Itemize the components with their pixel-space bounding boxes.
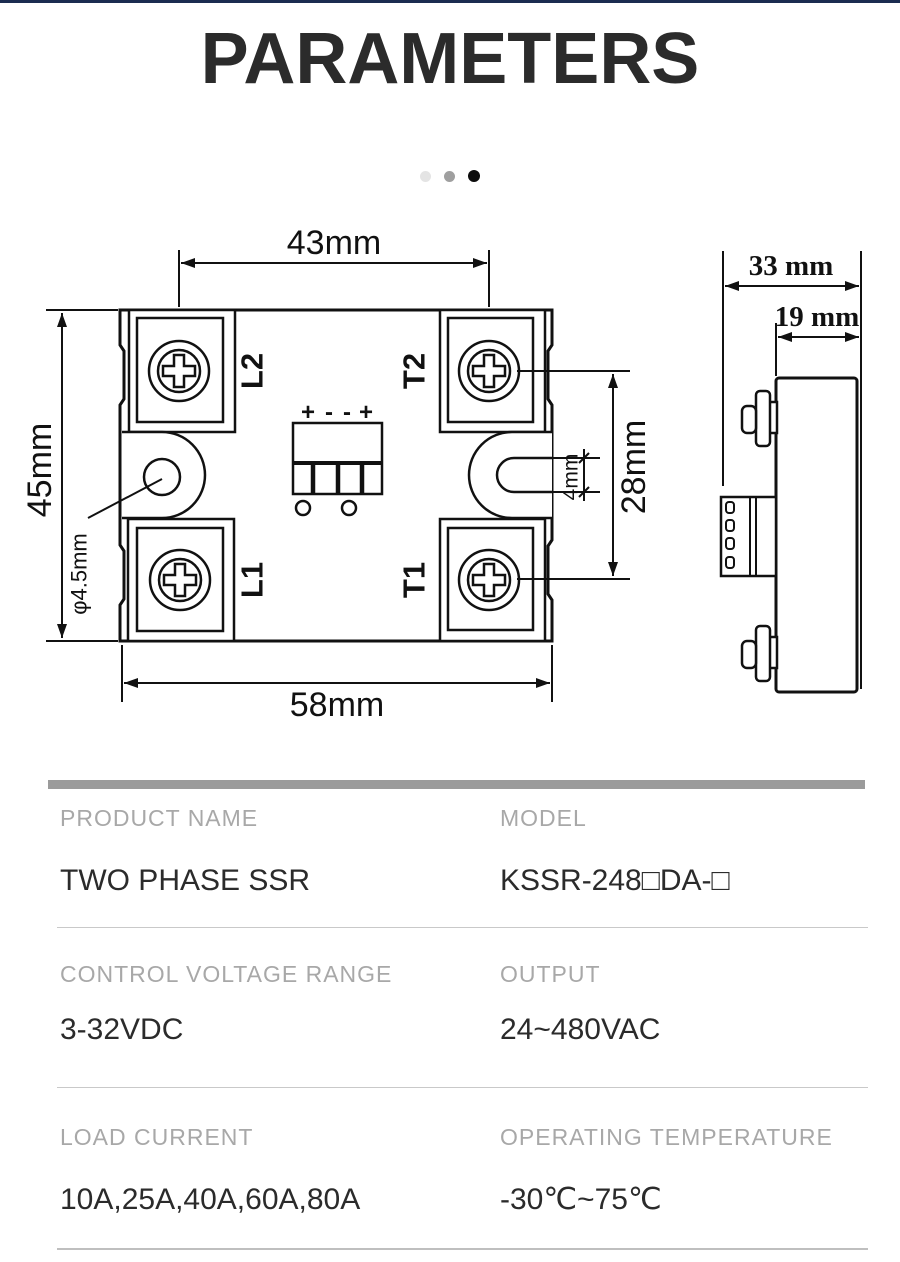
spec-label: LOAD CURRENT bbox=[60, 1124, 254, 1150]
spec-label: MODEL bbox=[500, 805, 587, 831]
page-title: PARAMETERS bbox=[200, 19, 700, 99]
control-terminal-block: + - - + bbox=[291, 399, 384, 517]
carousel-dot-3-active[interactable] bbox=[468, 170, 480, 182]
dimension-total-depth: 33 mm bbox=[725, 250, 859, 291]
connector-hole bbox=[725, 519, 735, 532]
polarity-mark: + bbox=[301, 399, 315, 426]
spec-label: CONTROL VOLTAGE RANGE bbox=[60, 961, 393, 987]
dimension-label-19mm: 19 mm bbox=[775, 301, 860, 333]
mounting-slot bbox=[495, 456, 552, 494]
spec-value: KSSR-248□DA-□ bbox=[500, 864, 730, 897]
spec-cell-operating-temperature: OPERATING TEMPERATURE -30℃~75℃ bbox=[500, 1088, 868, 1248]
connector-hole bbox=[725, 537, 735, 550]
side-control-connector bbox=[719, 495, 778, 578]
spec-value: 3-32VDC bbox=[60, 1013, 184, 1046]
terminal-pad-L1 bbox=[126, 517, 236, 643]
terminal-label-L1: L1 bbox=[235, 562, 270, 598]
polarity-mark: - bbox=[343, 399, 351, 426]
led-indicator bbox=[294, 499, 312, 517]
connector-hole bbox=[725, 501, 735, 514]
mounting-tab-left bbox=[122, 430, 207, 520]
spec-row-1: PRODUCT NAME TWO PHASE SSR MODEL KSSR-24… bbox=[57, 789, 868, 928]
spec-cell-load-current: LOAD CURRENT 10A,25A,40A,60A,80A bbox=[60, 1088, 500, 1248]
carousel-dot-1[interactable] bbox=[420, 170, 431, 182]
side-screw-top bbox=[740, 389, 779, 448]
terminal-pad-T2 bbox=[438, 308, 547, 434]
terminal-label-T2: T2 bbox=[397, 353, 432, 389]
side-body-outline bbox=[774, 376, 859, 694]
led-indicator bbox=[340, 499, 358, 517]
dimension-right-spacing: 28mm bbox=[517, 370, 653, 580]
carousel-dots bbox=[0, 170, 900, 182]
spec-cell-model: MODEL KSSR-248□DA-□ bbox=[500, 789, 868, 927]
carousel-dot-2[interactable] bbox=[444, 170, 455, 182]
mounting-hole bbox=[142, 457, 182, 497]
top-accent-bar bbox=[0, 0, 900, 3]
dimension-label-hole: φ4.5mm bbox=[67, 533, 92, 615]
spec-label: OPERATING TEMPERATURE bbox=[500, 1124, 833, 1150]
terminal-pad-L2 bbox=[127, 308, 237, 434]
dimension-label-4mm: 4mm bbox=[560, 454, 583, 501]
dimension-label-28mm: 28mm bbox=[615, 420, 653, 514]
ssr-side-view: 33 mm 19 mm bbox=[719, 250, 862, 694]
dimension-label-33mm: 33 mm bbox=[749, 250, 834, 282]
side-screw-bottom bbox=[740, 624, 779, 683]
ssr-front-view: + - - + L2 T2 L1 T1 bbox=[118, 308, 554, 643]
spec-label: OUTPUT bbox=[500, 961, 601, 987]
hole-diameter-callout: φ4.5mm bbox=[67, 478, 163, 615]
dimension-label-45mm: 45mm bbox=[21, 423, 59, 517]
spec-value: TWO PHASE SSR bbox=[60, 864, 311, 897]
spec-value: 10A,25A,40A,60A,80A bbox=[60, 1183, 361, 1216]
dimension-drawing: + - - + L2 T2 L1 T1 43mm bbox=[21, 225, 862, 724]
spec-label: PRODUCT NAME bbox=[60, 805, 259, 831]
spec-row-2: CONTROL VOLTAGE RANGE 3-32VDC OUTPUT 24~… bbox=[57, 928, 868, 1088]
mounting-tab-right bbox=[467, 430, 552, 520]
dimension-body-depth: 19 mm bbox=[775, 301, 860, 376]
terminal-label-T1: T1 bbox=[397, 562, 432, 598]
polarity-mark: + bbox=[359, 399, 373, 426]
spec-table: PRODUCT NAME TWO PHASE SSR MODEL KSSR-24… bbox=[0, 780, 900, 1250]
spec-cell-control-voltage: CONTROL VOLTAGE RANGE 3-32VDC bbox=[60, 928, 500, 1087]
dimension-label-58mm: 58mm bbox=[290, 686, 384, 724]
dimension-bottom-width: 58mm bbox=[121, 645, 553, 724]
polarity-mark: - bbox=[325, 399, 333, 426]
connector-hole bbox=[725, 556, 735, 569]
front-view-dimensions: 43mm 45mm 58mm 28mm bbox=[21, 225, 653, 724]
dimension-top-width: 43mm bbox=[178, 225, 490, 307]
terminal-label-L2: L2 bbox=[235, 353, 270, 389]
spec-value: -30℃~75℃ bbox=[500, 1183, 662, 1216]
dimension-label-43mm: 43mm bbox=[287, 225, 381, 262]
spec-cell-product-name: PRODUCT NAME TWO PHASE SSR bbox=[60, 789, 500, 927]
spec-table-header-bar bbox=[48, 780, 865, 789]
dimension-left-height: 45mm bbox=[21, 309, 118, 642]
spec-row-3: LOAD CURRENT 10A,25A,40A,60A,80A OPERATI… bbox=[57, 1088, 868, 1250]
spec-value: 24~480VAC bbox=[500, 1013, 661, 1046]
dimension-slot-width: 4mm bbox=[552, 449, 600, 501]
spec-cell-output: OUTPUT 24~480VAC bbox=[500, 928, 868, 1087]
